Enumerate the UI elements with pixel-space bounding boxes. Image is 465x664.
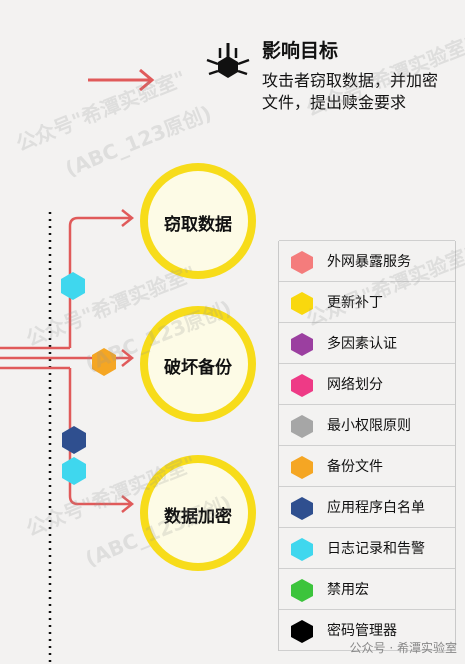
arrow-to-encrypt-data bbox=[68, 368, 135, 513]
header-arrow bbox=[88, 68, 155, 92]
legend-item: 外网暴露服务 bbox=[279, 240, 455, 282]
node-label-destroy-backup: 破坏备份 bbox=[164, 358, 232, 378]
impact-title: 影响目标 bbox=[262, 40, 339, 62]
legend-label: 更新补丁 bbox=[327, 295, 383, 311]
node-circle-destroy-backup bbox=[140, 306, 256, 422]
legend-label: 应用程序白名单 bbox=[327, 500, 425, 516]
hex-log-alert-icon bbox=[61, 272, 85, 300]
hexagon-icon bbox=[291, 333, 313, 356]
legend-label: 备份文件 bbox=[327, 459, 383, 475]
hexagon-icon bbox=[291, 456, 313, 479]
legend-label: 网络划分 bbox=[327, 377, 383, 393]
hexagon-icon bbox=[291, 620, 313, 643]
arrow-to-destroy-backup bbox=[121, 349, 135, 367]
hex-log-alert-icon-2 bbox=[62, 457, 86, 485]
impact-description: 攻击者窃取数据，并加密文件，提出赎金要求 bbox=[262, 71, 439, 112]
legend-label: 密码管理器 bbox=[327, 623, 397, 639]
legend-label: 多因素认证 bbox=[327, 336, 397, 352]
legend-item: 多因素认证 bbox=[279, 322, 455, 364]
legend-item: 网络划分 bbox=[279, 363, 455, 405]
impact-icon bbox=[206, 43, 250, 78]
node-label-steal-data: 窃取数据 bbox=[164, 215, 232, 235]
hex-whitelist-icon bbox=[62, 426, 86, 454]
legend-item: 更新补丁 bbox=[279, 281, 455, 323]
node-circle-encrypt-data bbox=[140, 455, 256, 571]
legend-item: 禁用宏 bbox=[279, 568, 455, 610]
legend-label: 外网暴露服务 bbox=[327, 254, 411, 270]
legend-label: 最小权限原则 bbox=[327, 418, 411, 434]
legend-item: 应用程序白名单 bbox=[279, 486, 455, 528]
hexagon-icon bbox=[291, 415, 313, 438]
hexagon-icon bbox=[291, 251, 313, 274]
hexagon-icon bbox=[291, 579, 313, 602]
legend-item: 日志记录和告警 bbox=[279, 527, 455, 569]
arrow-to-steal-data bbox=[68, 209, 135, 348]
hexagon-icon bbox=[291, 374, 313, 397]
legend-item: 备份文件 bbox=[279, 445, 455, 487]
node-label-encrypt-data: 数据加密 bbox=[164, 507, 232, 527]
hexagon-icon bbox=[291, 292, 313, 315]
legend-item: 密码管理器 bbox=[279, 609, 455, 651]
mitigation-legend: 外网暴露服务更新补丁多因素认证网络划分最小权限原则备份文件应用程序白名单日志记录… bbox=[278, 240, 456, 651]
hexagon-icon bbox=[291, 538, 313, 561]
legend-label: 禁用宏 bbox=[327, 582, 369, 598]
hexagon-icon bbox=[291, 497, 313, 520]
legend-label: 日志记录和告警 bbox=[327, 541, 425, 557]
node-circle-steal-data bbox=[140, 163, 256, 279]
footer-watermark: 公众号 · 希潭实验室 bbox=[349, 641, 457, 655]
hex-backup-icon bbox=[92, 348, 116, 376]
legend-item: 最小权限原则 bbox=[279, 404, 455, 446]
